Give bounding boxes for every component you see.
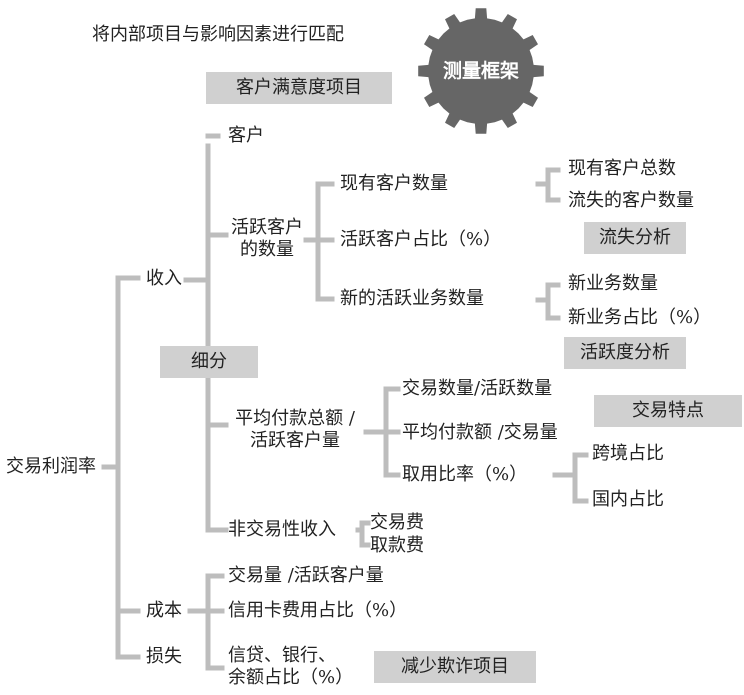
cost-node: 成本: [146, 600, 182, 621]
txn-per-active-node: 交易数量/活跃数量: [402, 378, 553, 399]
withdraw-children-connector: [552, 452, 589, 504]
credit-bank-balance-line2: 余额占比（%）: [228, 667, 354, 688]
customer-satisfaction-project-box: 客户满意度项目: [206, 72, 392, 104]
active-customers-connector: [303, 181, 335, 302]
non-transaction-children-connector: [355, 520, 371, 548]
gear-label: 测量框架: [442, 60, 519, 82]
active-customers-line1: 活跃客户: [231, 217, 303, 238]
new-active-node: 新的活跃业务数量: [340, 288, 484, 309]
txn-fee-node: 交易费: [370, 512, 424, 533]
avg-payment-line1: 平均付款总额 /: [235, 408, 355, 429]
revenue-spine: [183, 143, 229, 533]
customer-node: 客户: [228, 125, 264, 146]
credit-card-ratio-node: 信用卡费用占比（%）: [228, 600, 408, 621]
churn-analysis-box: 流失分析: [584, 222, 686, 254]
root-node: 交易利润率: [6, 456, 96, 477]
segment-box: 细分: [160, 346, 258, 378]
avg-payment-line2: 活跃客户量: [250, 430, 340, 451]
activity-analysis-box: 活跃度分析: [564, 337, 686, 369]
fraud-reduction-project-box: 减少欺诈项目: [374, 651, 536, 683]
credit-bank-balance-node: 信贷、银行、 余额占比（%）: [228, 645, 353, 689]
transaction-features-box: 交易特点: [594, 395, 742, 427]
new-business-ratio-node: 新业务占比（%）: [568, 307, 712, 328]
root-connector: [101, 275, 141, 660]
withdraw-fee-node: 取款费: [370, 535, 424, 556]
avg-payment-node: 平均付款总额 / 活跃客户量: [224, 408, 366, 452]
existing-customers-node: 现有客户数量: [340, 173, 448, 194]
avg-payment-connector: [363, 386, 401, 478]
customer-connector: [205, 133, 225, 215]
cross-border-node: 跨境占比: [592, 443, 664, 464]
non-transaction-income-node: 非交易性收入: [228, 519, 336, 540]
new-business-count-node: 新业务数量: [568, 273, 658, 294]
cost-txn-per-active-node: 交易量 /活跃客户量: [228, 565, 384, 586]
churned-customers-node: 流失的客户数量: [568, 190, 694, 211]
credit-bank-balance-line1: 信贷、银行、: [228, 645, 336, 666]
new-active-children-connector: [535, 282, 561, 321]
domestic-node: 国内占比: [592, 489, 664, 510]
loss-node: 损失: [146, 646, 182, 667]
instruction-text: 将内部项目与影响因素进行匹配: [92, 24, 344, 45]
cost-children-connector: [187, 573, 225, 671]
active-ratio-node: 活跃客户占比（%）: [340, 229, 502, 250]
revenue-node: 收入: [146, 268, 182, 289]
active-customers-node: 活跃客户 的数量: [228, 217, 306, 261]
active-customers-line2: 的数量: [240, 239, 294, 260]
total-customers-node: 现有客户总数: [568, 158, 676, 179]
existing-children-connector: [535, 167, 561, 203]
avg-per-txn-node: 平均付款额 /交易量: [402, 422, 558, 443]
withdraw-rate-node: 取用比率（%）: [402, 464, 528, 485]
